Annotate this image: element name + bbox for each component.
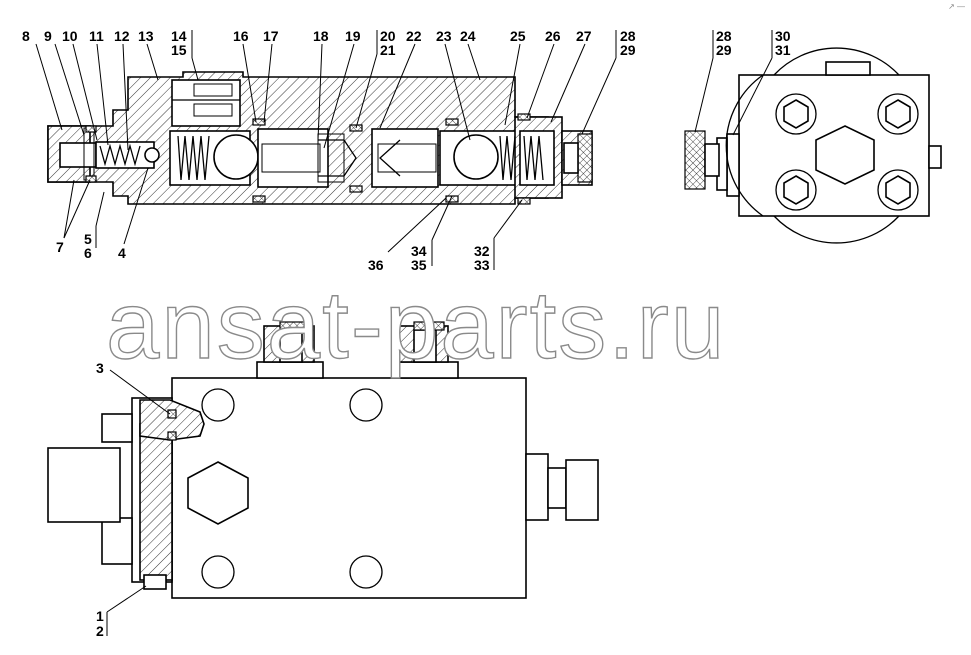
callout-7: 7 — [56, 239, 64, 255]
callout-36: 36 — [368, 257, 384, 273]
section-callouts: 8 9 10 11 12 13 14 15 16 17 18 19 20 21 … — [22, 28, 636, 273]
section-view: 8 9 10 11 12 13 14 15 16 17 18 19 20 21 … — [22, 28, 636, 273]
callout-12: 12 — [114, 28, 130, 44]
callout-6: 6 — [84, 245, 92, 261]
end-view: 28 29 30 31 — [684, 28, 942, 244]
callout-20: 20 — [380, 28, 396, 44]
callout-24: 24 — [460, 28, 476, 44]
callout-26: 26 — [545, 28, 561, 44]
callout-27: 27 — [576, 28, 592, 44]
callout-13: 13 — [138, 28, 154, 44]
callout-2: 2 — [96, 623, 104, 639]
callout-23: 23 — [436, 28, 452, 44]
plan-view-leaders — [106, 369, 171, 636]
watermark-text: ansat-parts.ru — [106, 272, 726, 379]
callout-5: 5 — [84, 231, 92, 247]
callout-18: 18 — [313, 28, 329, 44]
corner-mark: ↗ — — [948, 2, 965, 11]
callout-33: 33 — [474, 257, 490, 273]
callout-30: 30 — [775, 28, 791, 44]
callout-17: 17 — [263, 28, 279, 44]
callout-1: 1 — [96, 608, 104, 624]
callout-11: 11 — [89, 28, 104, 44]
callout-8: 8 — [22, 28, 30, 44]
callout-35: 35 — [411, 257, 427, 273]
plan-view: 3 1 2 — [47, 321, 599, 639]
callout-14: 14 — [171, 28, 187, 44]
callout-29: 29 — [620, 42, 636, 58]
callout-3: 3 — [96, 360, 104, 376]
callout-28-end: 28 — [716, 28, 732, 44]
callout-9: 9 — [44, 28, 52, 44]
end-view-leaders — [694, 30, 773, 136]
callout-25: 25 — [510, 28, 526, 44]
callout-15: 15 — [171, 42, 187, 58]
callout-16: 16 — [233, 28, 249, 44]
callout-19: 19 — [345, 28, 361, 44]
callout-31: 31 — [775, 42, 791, 58]
callout-29-end: 29 — [716, 42, 732, 58]
section-leaders — [35, 30, 617, 270]
callout-22: 22 — [406, 28, 422, 44]
callout-21: 21 — [380, 42, 396, 58]
callout-34: 34 — [411, 243, 427, 259]
callout-4: 4 — [118, 245, 126, 261]
callout-10: 10 — [62, 28, 78, 44]
callout-32: 32 — [474, 243, 490, 259]
callout-28: 28 — [620, 28, 636, 44]
